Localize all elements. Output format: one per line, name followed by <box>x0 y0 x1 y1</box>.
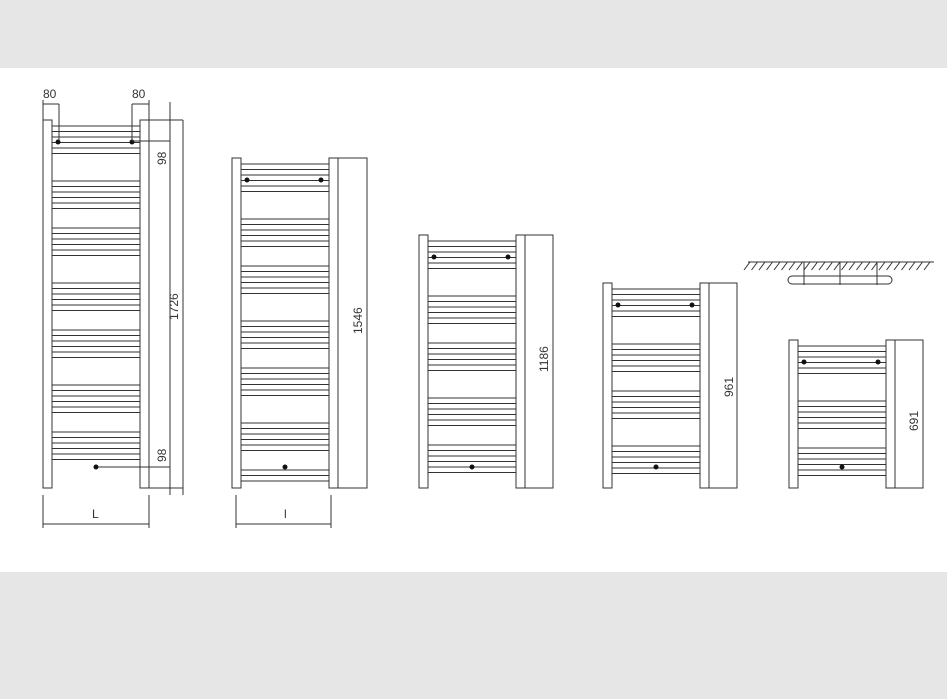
valve-connection <box>431 254 437 260</box>
valve-connection <box>93 464 99 470</box>
right-post <box>515 234 526 489</box>
wall-hatch <box>848 261 856 271</box>
wall-hatch <box>856 261 863 271</box>
wall-mount-top-view <box>743 261 934 285</box>
radiator-model-1 <box>42 119 171 489</box>
wall-hatch <box>743 261 751 271</box>
height-label-1186: 1186 <box>537 346 551 372</box>
height-label-1726: 1726 <box>167 293 181 320</box>
valve-connection <box>689 302 695 308</box>
wall-hatch <box>901 261 908 271</box>
wall-hatch <box>758 261 766 271</box>
wall-hatch <box>886 261 893 271</box>
side-profile <box>708 282 738 489</box>
valve-connection <box>875 359 881 365</box>
wall-hatch <box>796 261 803 271</box>
bottom-valve-offset-label: 98 <box>155 448 169 462</box>
wall-hatch <box>923 261 931 271</box>
valve-connection <box>801 359 807 365</box>
height-label-1546: 1546 <box>351 307 365 334</box>
valve-connection <box>282 464 288 470</box>
valve-connection <box>469 464 475 470</box>
left-post <box>788 339 799 489</box>
valve-connection <box>505 254 511 260</box>
height-label-691: 691 <box>907 411 921 431</box>
wall-hatch <box>863 261 871 271</box>
width-label-l: l <box>284 507 287 521</box>
wall-hatch <box>811 261 818 271</box>
radiator-model-4 <box>602 282 738 489</box>
right-post <box>139 119 150 489</box>
wall-hatch <box>803 261 811 271</box>
wall-hatch <box>893 261 901 271</box>
wall-hatch <box>781 261 788 271</box>
wall-hatch <box>788 261 796 271</box>
radiator-model-5 <box>788 339 924 489</box>
right-post <box>328 157 339 489</box>
top-valve-offset-label: 98 <box>155 151 169 165</box>
right-post <box>699 282 710 489</box>
valve-connection <box>318 177 324 183</box>
wall-hatch <box>878 261 886 271</box>
valve-connection <box>615 302 621 308</box>
right-post <box>885 339 896 489</box>
wall-hatch <box>766 261 773 271</box>
wall-hatch <box>908 261 916 271</box>
wall-hatch <box>916 261 923 271</box>
width-label-L: L <box>92 507 99 521</box>
valve-connection <box>55 139 61 145</box>
side-profile <box>524 234 554 489</box>
wall-hatch <box>751 261 758 271</box>
valve-connection <box>653 464 659 470</box>
left-post <box>231 157 242 489</box>
wall-hatch <box>818 261 826 271</box>
valve-connection <box>244 177 250 183</box>
wall-hatch <box>833 261 841 271</box>
side-profile <box>337 157 368 489</box>
radiator-model-2 <box>231 157 368 489</box>
radiator-model-3 <box>418 234 554 489</box>
left-post <box>42 119 53 489</box>
left-post <box>602 282 613 489</box>
height-label-961: 961 <box>722 377 736 397</box>
wall-hatch <box>841 261 848 271</box>
left-post <box>418 234 429 489</box>
valve-connection <box>839 464 845 470</box>
side-profile <box>894 339 924 489</box>
top-left-offset-label: 80 <box>43 87 57 101</box>
wall-hatch <box>773 261 781 271</box>
wall-hatch <box>826 261 833 271</box>
top-right-offset-label: 80 <box>132 87 146 101</box>
